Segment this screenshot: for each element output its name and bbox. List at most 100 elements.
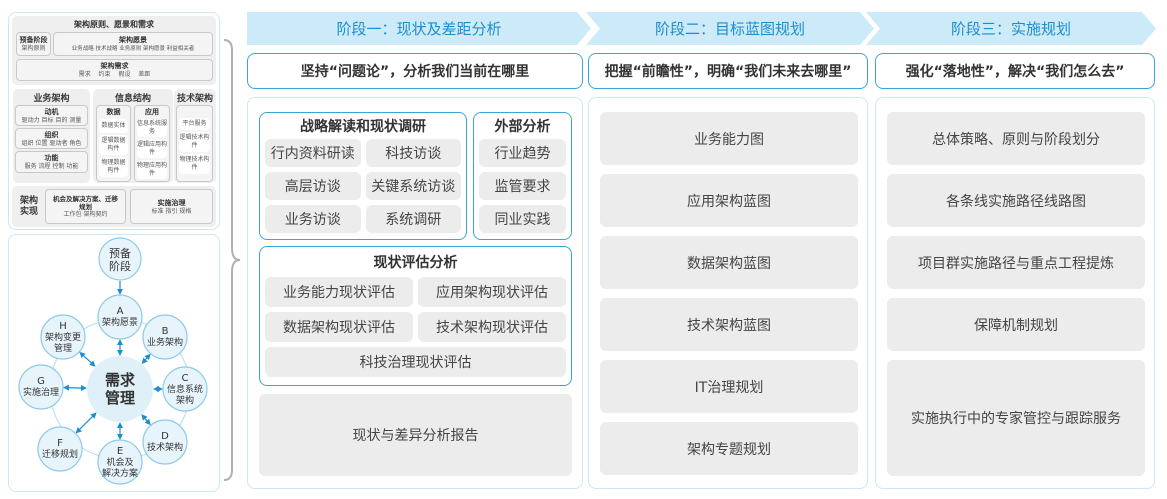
data-item: 逻辑数据构件: [99, 135, 128, 155]
requirements-title: 架构需求: [100, 62, 129, 70]
center-label: 需求: [105, 371, 136, 389]
stage-3-item: 保障机制规划: [887, 298, 1145, 351]
prelim-box: 预备阶段架构原则: [16, 32, 51, 56]
app-column: 应用 信息系统服务 逻辑应用构件 物理应用构件: [134, 105, 170, 182]
business-item: 组织组织 位置 驱动者 角色: [15, 128, 88, 149]
phase-letter: A: [117, 306, 124, 317]
stage-2-item: 架构专题规划: [600, 422, 858, 475]
app-item: 信息系统服务: [137, 119, 168, 137]
phase-label: 机会及: [106, 456, 133, 468]
external-item: 行业趋势: [479, 139, 566, 167]
tech-title: 技术架构: [176, 93, 213, 104]
strategy-title: 战略解读和现状调研: [300, 119, 426, 135]
phase-label: 业务架构: [147, 336, 183, 348]
phase-label: 管理: [54, 342, 72, 354]
assessment-item: 科技治理现状评估: [265, 347, 566, 377]
external-item: 同业实践: [479, 205, 566, 233]
requirements-box: 架构需求需求 约束 假设 差距: [16, 59, 213, 81]
stage-2-slogan: 把握“前瞻性”，明确“我们未来去哪里”: [588, 53, 868, 89]
bidirectional-arrow: [75, 412, 97, 434]
phase-circle: [142, 314, 188, 360]
business-item-title: 动机: [44, 107, 59, 116]
phase-circle: [142, 419, 188, 465]
external-title: 外部分析: [494, 119, 551, 135]
phase-letter: C: [182, 373, 189, 384]
phase-label: 实施治理: [23, 386, 59, 398]
strategy-item: 业务访谈: [265, 205, 361, 233]
prelim-label: 预备: [109, 246, 131, 260]
brace-bracket: [223, 39, 241, 481]
external-item: 监管要求: [479, 172, 566, 200]
strategy-item: 科技访谈: [365, 139, 461, 167]
data-column: 数据 数据实体 逻辑数据构件 物理数据构件: [96, 105, 131, 182]
strategy-item: 关键系统访谈: [365, 172, 461, 200]
phase-label: 解决方案: [102, 467, 138, 479]
phase-circle: [40, 314, 86, 360]
business-item: 功能服务 流程 控制 功能: [15, 151, 88, 173]
stage-2-item: 业务能力图: [600, 112, 858, 165]
tech-item: 平台服务: [179, 118, 210, 130]
business-item-title: 功能: [44, 154, 59, 162]
data-item: 数据实体: [99, 119, 128, 133]
phase-circle: [162, 366, 208, 412]
tech-column: 平台服务 逻辑技术构件 物理技术构件: [176, 105, 213, 182]
opportunity-box: 机会及解决方案、迁移规划工作包 架构契约: [45, 189, 126, 224]
bidirectional-arrow: [141, 353, 151, 365]
report-item: 现状与差异分析报告: [259, 394, 572, 476]
realization-title: 架构实现: [19, 196, 38, 217]
business-item-title: 组织: [44, 130, 59, 139]
governance-box: 实施治理标准 指引 规格: [130, 189, 213, 224]
app-title: 应用: [145, 107, 159, 116]
stage-2-item: 数据架构蓝图: [600, 236, 858, 289]
phase-circle: [97, 439, 143, 485]
phase-label: 架构愿景: [102, 316, 138, 328]
phase-circle: [97, 294, 143, 340]
phase-label: 技术架构: [147, 441, 183, 453]
data-item: 物理数据构件: [99, 157, 128, 177]
phase-circle: [18, 364, 64, 410]
business-item-sub: 组织 位置 驱动者 角色: [21, 139, 82, 147]
adm-cycle-diagram: 需求 管理 预备 阶段 A架构愿景B业务架构C信息系统架构D技术架构E机会及解决…: [18, 237, 208, 485]
phase-letter: D: [161, 431, 169, 442]
prelim-label: 阶段: [109, 259, 131, 273]
stage-3-header: 阶段三：实施规划: [866, 12, 1156, 45]
assessment-item: 数据架构现状评估: [265, 312, 413, 342]
data-title: 数据: [106, 107, 121, 116]
assessment-item: 业务能力现状评估: [265, 277, 413, 307]
business-item-sub: 服务 流程 控制 功能: [24, 163, 79, 170]
stage-3-slogan: 强化“落地性”，解决“我们怎么去”: [875, 53, 1155, 89]
prelim-title: 预备阶段: [19, 36, 48, 44]
vision-box: 架构愿景业务战略 技术战略 业务原则 架构愿景 利益相关者: [53, 32, 213, 56]
phase-circle: [37, 426, 83, 472]
stage-2-item: IT治理规划: [600, 360, 858, 413]
business-title: 业务架构: [33, 93, 70, 104]
center-circle: [87, 356, 153, 422]
app-item: 逻辑应用构件: [137, 139, 167, 158]
governance-sub: 标准 指引 规格: [151, 207, 192, 215]
strategy-item: 行内资料研读: [265, 139, 361, 167]
tech-item: 逻辑技术构件: [179, 132, 210, 152]
phase-label: 架构: [176, 394, 194, 406]
stage-3-item: 实施执行中的专家管控与跟踪服务: [887, 360, 1145, 476]
strategy-item: 系统调研: [365, 205, 461, 233]
center-label: 管理: [105, 389, 135, 407]
principles-title: 架构原则、愿景和需求: [74, 19, 154, 29]
tech-item: 物理技术构件: [179, 154, 210, 174]
stage-3-item: 各条线实施路径线路图: [887, 174, 1145, 227]
phase-label: 架构变更: [45, 331, 81, 343]
requirements-sub: 需求 约束 假设 差距: [78, 71, 151, 78]
stage-2-item: 应用架构蓝图: [600, 174, 858, 227]
phase-letter: E: [117, 446, 123, 457]
external-box: 外部分析 行业趋势 监管要求 同业实践: [473, 112, 572, 240]
governance-title: 实施治理: [157, 198, 186, 207]
app-item: 物理应用构件: [137, 160, 167, 179]
phase-letter: F: [57, 438, 63, 449]
vision-sub: 业务战略 技术战略 业务原则 架构愿景 利益相关者: [71, 46, 195, 52]
assessment-item: 技术架构现状评估: [418, 312, 566, 342]
strategy-box: 战略解读和现状调研 行内资料研读 科技访谈 高层访谈 关键系统访谈 业务访谈 系…: [259, 112, 467, 240]
prelim-sub: 架构原则: [21, 45, 46, 52]
phase-label: 信息系统: [167, 383, 203, 395]
stage-1-slogan: 坚持“问题论”，分析我们当前在哪里: [247, 53, 583, 89]
assessment-item: 应用架构现状评估: [418, 277, 566, 307]
phase-label: 迁移规划: [42, 448, 78, 460]
